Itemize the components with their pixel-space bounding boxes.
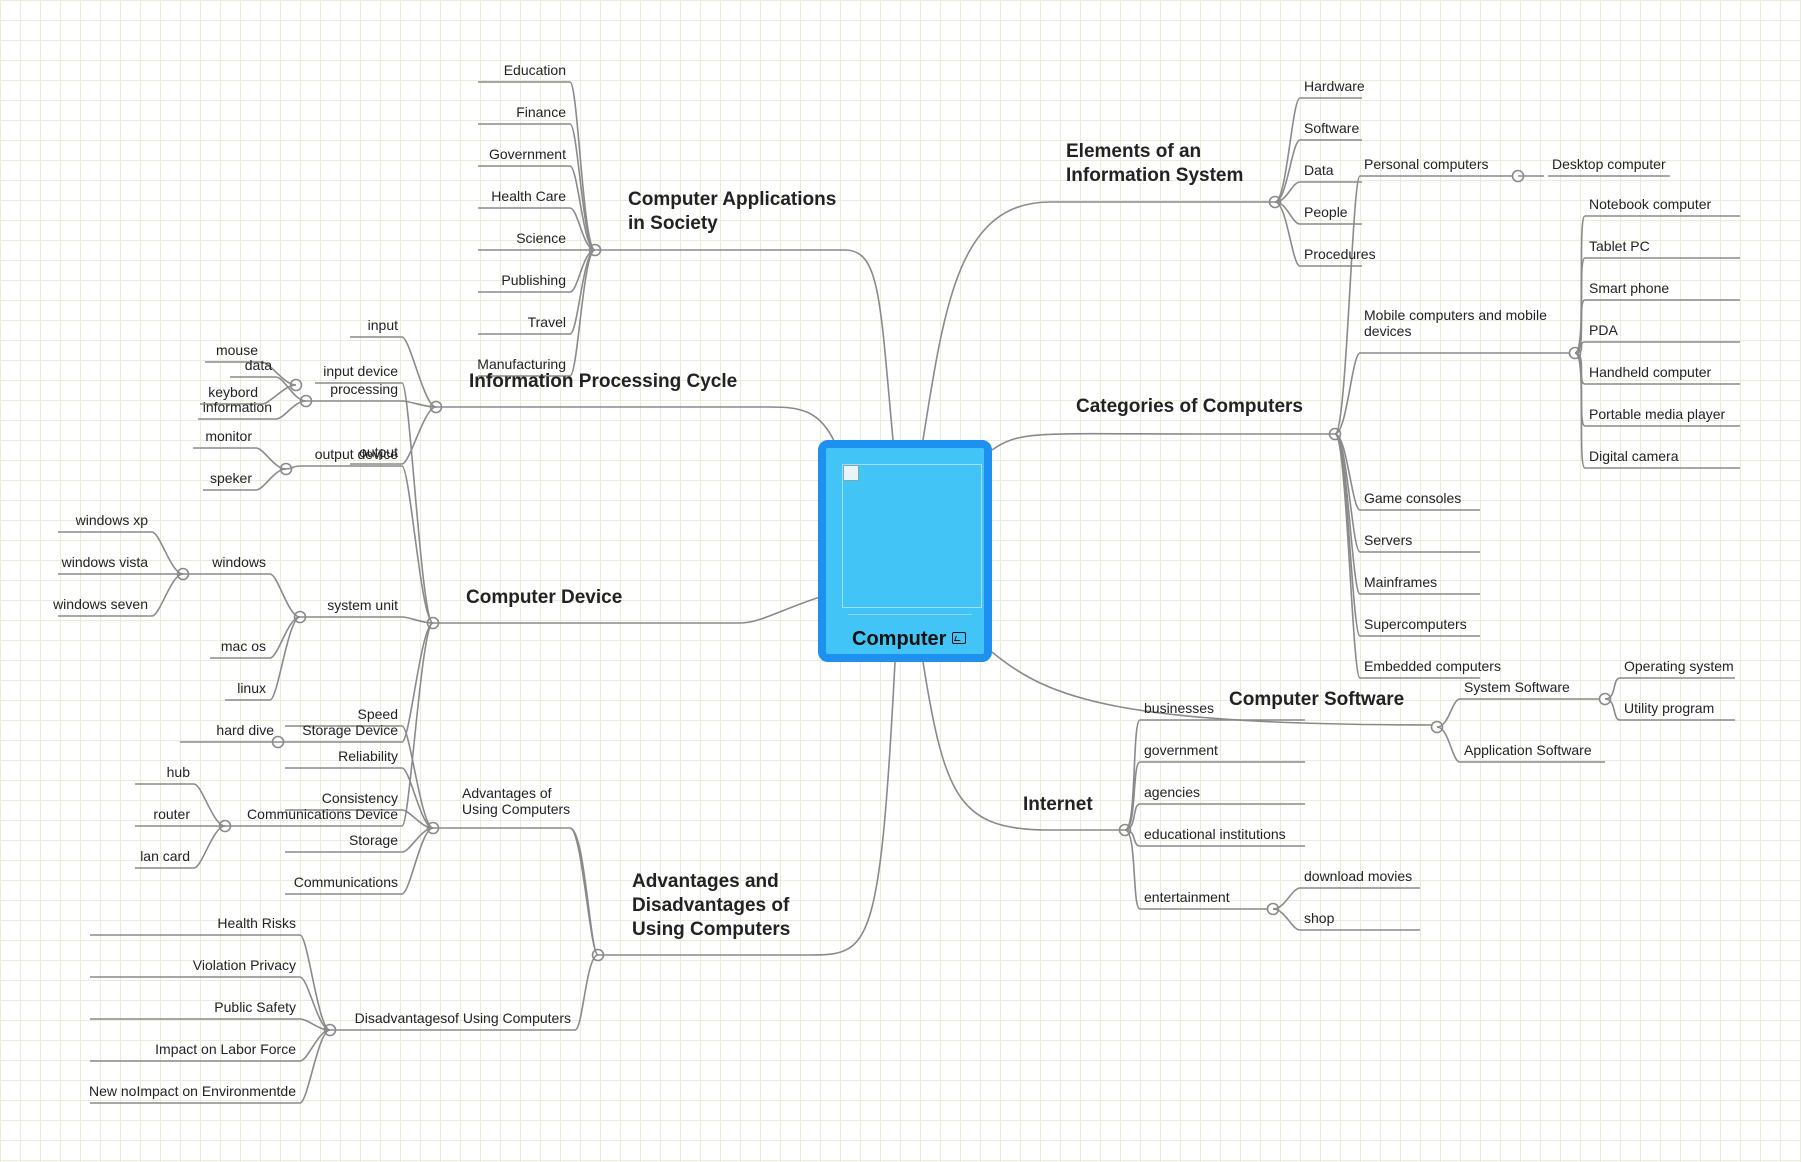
advantage-item[interactable]: Reliability — [338, 748, 398, 764]
device-output[interactable]: output device — [314, 446, 398, 462]
mobile-item[interactable]: PDA — [1589, 322, 1618, 338]
internet-entertainment[interactable]: entertainment — [1144, 889, 1230, 905]
application-item[interactable]: Finance — [516, 104, 566, 120]
category-other[interactable]: Mainframes — [1364, 574, 1438, 590]
branch-software[interactable]: Computer Software — [1229, 689, 1405, 710]
disadvantage-item[interactable]: Public Safety — [214, 999, 296, 1015]
software-system[interactable]: System Software — [1464, 679, 1570, 695]
windows-version[interactable]: windows xp — [75, 512, 148, 528]
device-system-unit[interactable]: system unit — [327, 597, 398, 613]
root-node[interactable]: Computer — [818, 440, 992, 662]
cycle-keybord[interactable]: keybord — [208, 384, 258, 400]
disadvantage-item[interactable]: Impact on Labor Force — [155, 1041, 296, 1057]
application-item[interactable]: Science — [516, 230, 566, 246]
root-title: Computer — [852, 628, 947, 650]
branch-device[interactable]: Computer Device — [466, 587, 623, 608]
element-item[interactable]: People — [1304, 204, 1348, 220]
application-item[interactable]: Health Care — [491, 188, 566, 204]
internet-item[interactable]: educational institutions — [1144, 826, 1286, 842]
device-linux[interactable]: linux — [237, 680, 266, 696]
mobile-item[interactable]: Handheld computer — [1589, 364, 1712, 380]
device-input[interactable]: input device — [323, 363, 398, 379]
branch-adv-disadv[interactable]: Advantages and Disadvantages of Using Co… — [632, 871, 791, 940]
system-item[interactable]: Utility program — [1624, 700, 1715, 716]
mobile-item[interactable]: Notebook computer — [1589, 196, 1712, 212]
image-icon[interactable] — [952, 632, 966, 644]
category-personal[interactable]: Personal computers — [1364, 156, 1489, 172]
element-item[interactable]: Software — [1304, 120, 1360, 136]
advantage-item[interactable]: Storage — [348, 832, 398, 848]
software-application[interactable]: Application Software — [1464, 742, 1592, 758]
branch-categories[interactable]: Categories of Computers — [1076, 396, 1303, 417]
cycle-data[interactable]: data — [244, 357, 272, 373]
device-mac-os[interactable]: mac os — [220, 638, 266, 654]
comm-item[interactable]: lan card — [140, 848, 190, 864]
advantage-item[interactable]: Speed — [357, 706, 398, 722]
device-windows[interactable]: windows — [212, 554, 266, 570]
element-item[interactable]: Procedures — [1304, 246, 1376, 262]
device-storage[interactable]: Storage Device — [302, 722, 398, 738]
internet-item[interactable]: agencies — [1144, 784, 1201, 800]
mobile-item[interactable]: Portable media player — [1589, 406, 1726, 422]
element-item[interactable]: Data — [1304, 162, 1334, 178]
broken-image-icon — [843, 465, 859, 481]
branch-applications[interactable]: Computer Applications in Society — [628, 189, 837, 234]
element-item[interactable]: Hardware — [1304, 78, 1365, 94]
system-item[interactable]: Operating system — [1624, 658, 1734, 674]
category-other[interactable]: Embedded computers — [1364, 658, 1501, 674]
device-communications[interactable]: Communications Device — [247, 806, 398, 822]
mobile-item[interactable]: Smart phone — [1589, 280, 1670, 296]
entertainment-item[interactable]: download movies — [1304, 868, 1413, 884]
disadvantage-item[interactable]: New noImpact on Environmentde — [89, 1083, 296, 1099]
category-mobile[interactable]: Mobile computers and mobile devices — [1364, 307, 1547, 339]
application-item[interactable]: Travel — [527, 314, 566, 330]
disadvantage-item[interactable]: Violation Privacy — [192, 957, 296, 973]
device-speker[interactable]: speker — [209, 470, 252, 486]
comm-item[interactable]: router — [153, 806, 190, 822]
internet-item[interactable]: government — [1144, 742, 1218, 758]
device-hard-dive[interactable]: hard dive — [216, 722, 274, 738]
processing-input[interactable]: input — [367, 317, 398, 333]
advantage-item[interactable]: Communications — [293, 874, 398, 890]
cycle-mouse[interactable]: mouse — [215, 342, 258, 358]
application-item[interactable]: Publishing — [501, 272, 566, 288]
processing-output[interactable]: output — [359, 444, 398, 460]
application-item[interactable]: Education — [503, 62, 566, 78]
comm-item[interactable]: hub — [166, 764, 190, 780]
application-item[interactable]: Government — [488, 146, 566, 162]
advantage-item[interactable]: Consistency — [321, 790, 398, 806]
category-other[interactable]: Servers — [1364, 532, 1413, 548]
root-divider — [848, 614, 972, 615]
application-item[interactable]: Manufacturing — [477, 356, 566, 372]
windows-version[interactable]: windows vista — [61, 554, 148, 570]
advantages-title[interactable]: Advantages of Using Computers — [462, 785, 571, 817]
branch-elements[interactable]: Elements of an Information System — [1066, 141, 1244, 186]
device-monitor[interactable]: monitor — [205, 428, 252, 444]
disadvantage-item[interactable]: Health Risks — [217, 915, 296, 931]
branch-internet[interactable]: Internet — [1023, 794, 1093, 815]
disadvantages-title[interactable]: Disadvantagesof Using Computers — [354, 1010, 571, 1026]
branch-processing-cycle[interactable]: Information Processing Cycle — [469, 371, 738, 392]
mobile-item[interactable]: Tablet PC — [1589, 238, 1650, 254]
root-image-placeholder — [842, 464, 982, 608]
category-other[interactable]: Supercomputers — [1364, 616, 1467, 632]
windows-version[interactable]: windows seven — [53, 596, 148, 612]
cycle-information[interactable]: information — [202, 399, 272, 415]
category-desktop[interactable]: Desktop computer — [1552, 156, 1666, 172]
entertainment-item[interactable]: shop — [1304, 910, 1335, 926]
processing-processing[interactable]: processing — [330, 381, 398, 397]
internet-item[interactable]: businesses — [1144, 700, 1215, 716]
mobile-item[interactable]: Digital camera — [1589, 448, 1679, 464]
category-other[interactable]: Game consoles — [1364, 490, 1462, 506]
